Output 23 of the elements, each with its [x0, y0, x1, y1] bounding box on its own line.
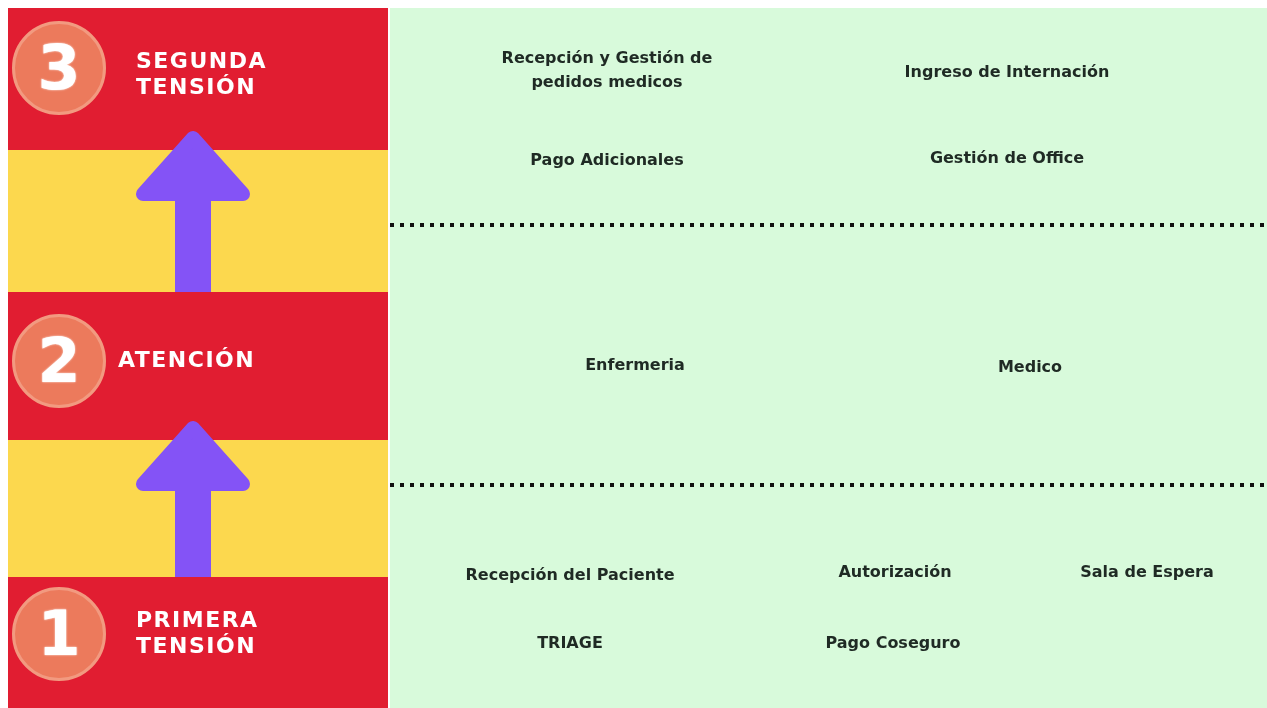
task-label: Sala de Espera: [1080, 561, 1214, 583]
step-number-circle: 2: [12, 314, 106, 408]
task-label: Pago Adicionales: [530, 149, 684, 171]
upward-arrow: [136, 131, 250, 292]
task-label: Autorización: [838, 561, 952, 583]
stage-band: [8, 292, 388, 440]
step-number-circle: 1: [12, 587, 106, 681]
task-label: Medico: [997, 356, 1063, 378]
task-label: TRIAGE: [537, 632, 603, 654]
task-label: Recepción del Paciente: [465, 564, 675, 586]
stage-band: [8, 577, 388, 708]
step-number-circle: 3: [12, 21, 106, 115]
task-label: Ingreso de Internación: [904, 61, 1110, 83]
task-label: Gestión de Office: [929, 147, 1085, 169]
task-label: Recepción y Gestión de pedidos medicos: [500, 47, 714, 93]
upward-arrow: [136, 421, 250, 577]
task-label: Pago Coseguro: [825, 632, 961, 654]
task-label: Enfermeria: [585, 354, 685, 376]
stage-band: [8, 8, 388, 150]
stage-title: PRIMERA TENSIÓN: [136, 607, 260, 660]
stage-title: SEGUNDA TENSIÓN: [136, 48, 268, 101]
content-panel: [390, 8, 1267, 708]
stage-title: ATENCIÓN: [118, 347, 257, 374]
